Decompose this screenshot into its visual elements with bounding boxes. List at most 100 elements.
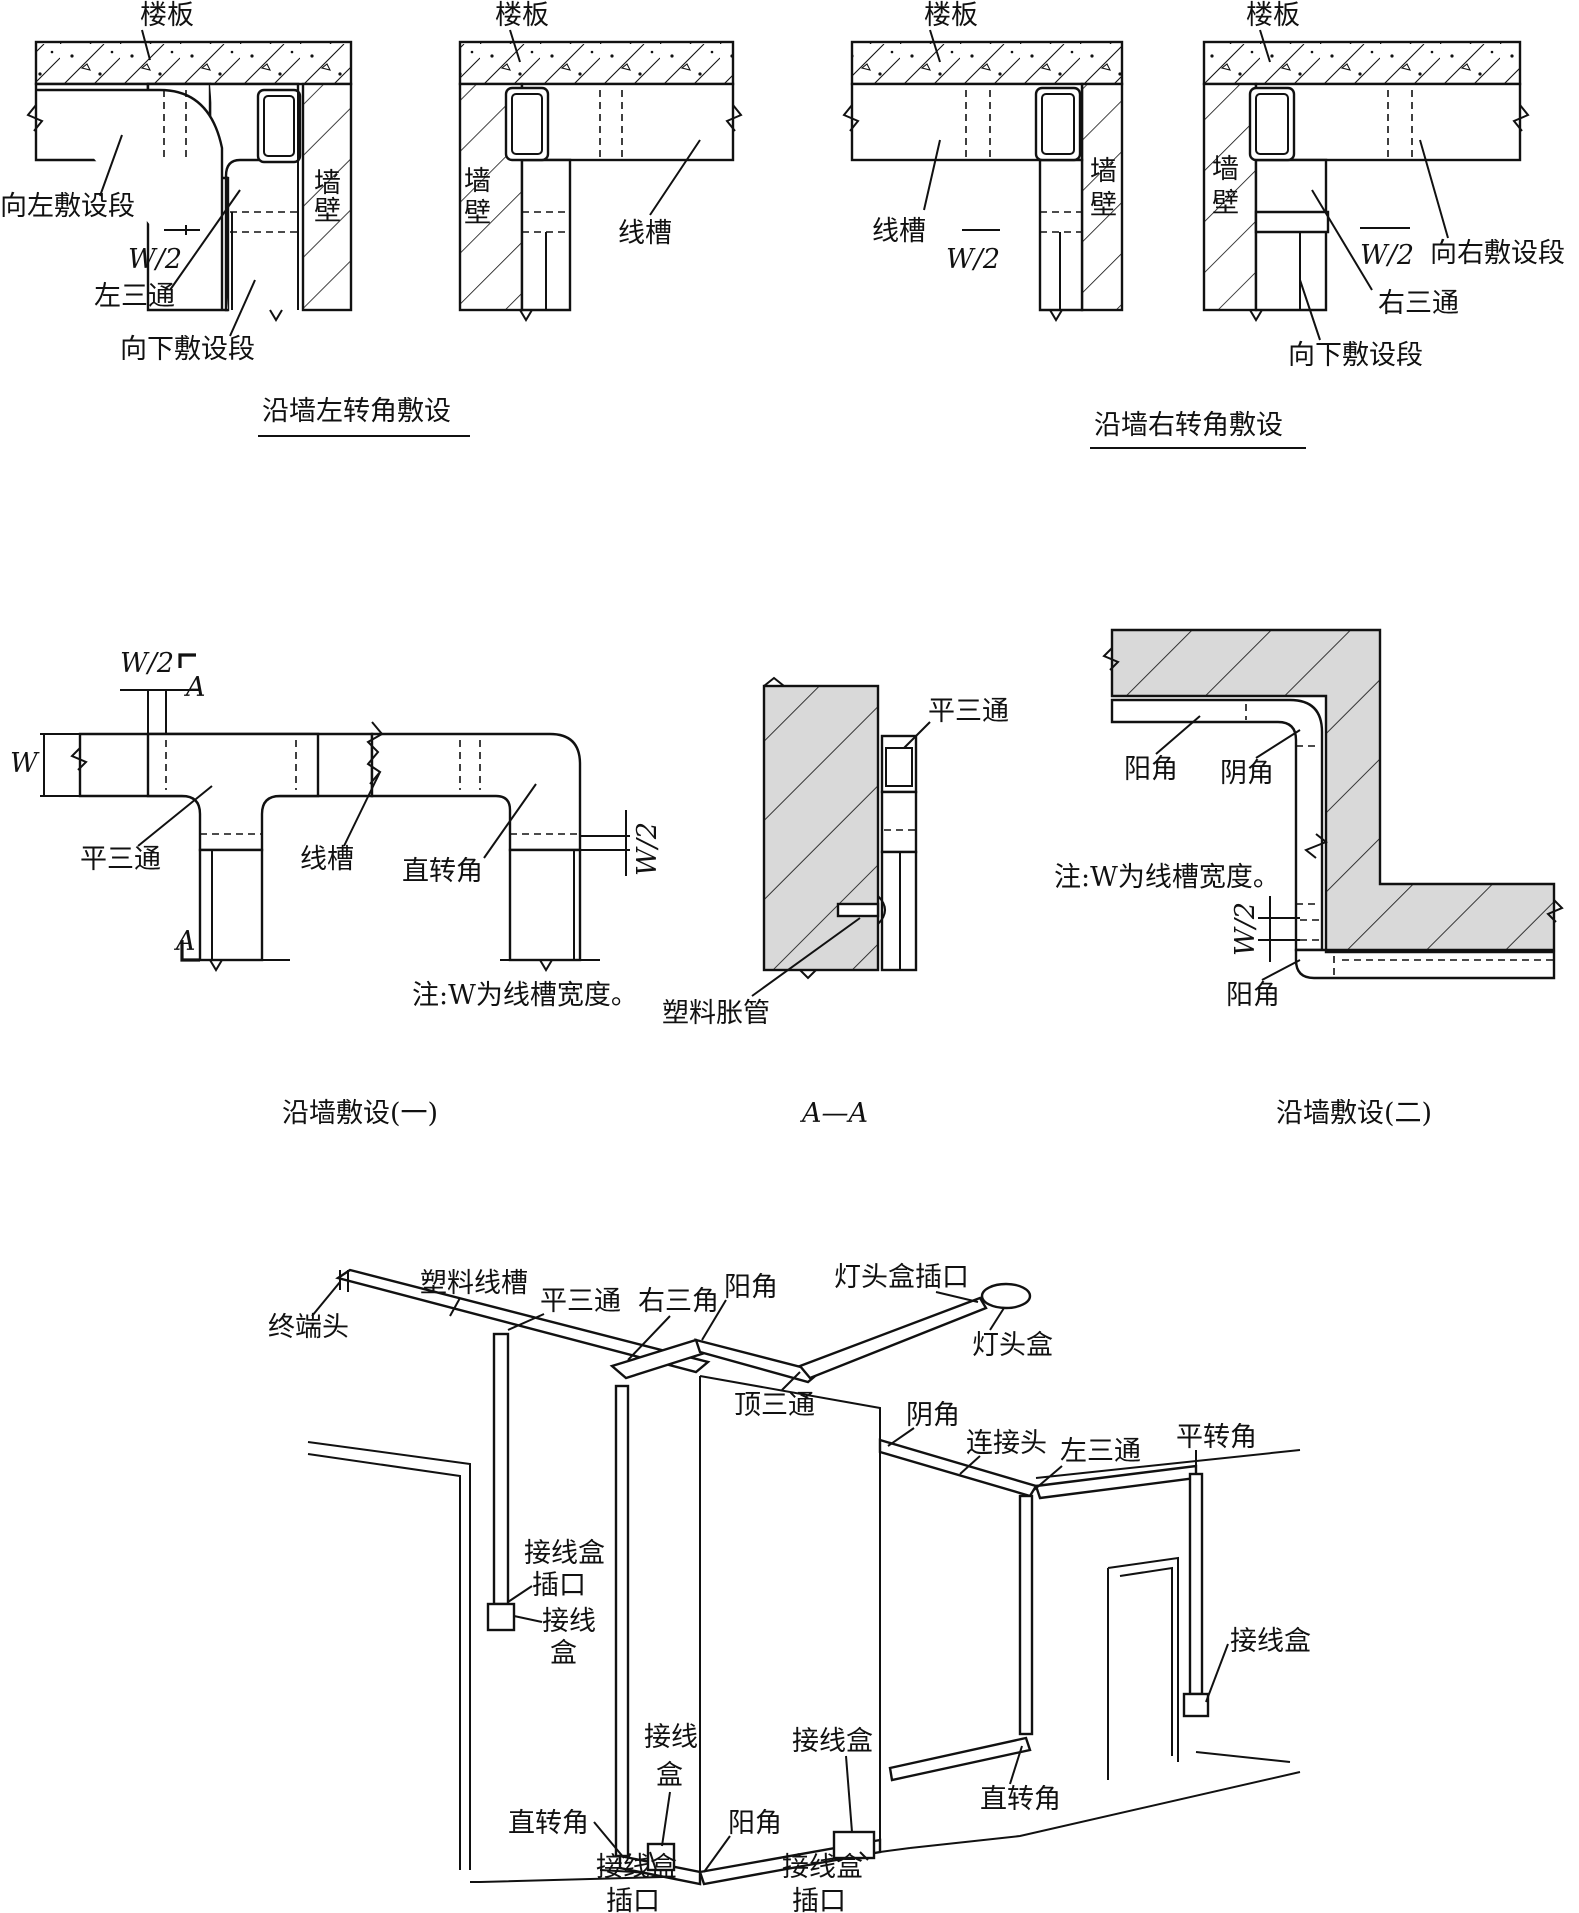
leader-inner-corner <box>1255 729 1301 759</box>
label-inner-corner-room: 阴角 <box>906 1400 960 1431</box>
room-pillar <box>599 1375 911 1877</box>
label-junction-socket-b1: 接线盒 <box>596 1852 677 1883</box>
caption-right-corner: 沿墙右转角敷设 <box>1094 410 1283 441</box>
label-junction-box-a2: 盒 <box>550 1638 577 1669</box>
leader-trunking-r <box>923 139 941 211</box>
room-floor-right <box>909 1771 1301 1849</box>
leader-outer-corner-b <box>1261 959 1301 981</box>
caption-wall-2: 沿墙敷设(二) <box>1276 1098 1432 1129</box>
panel-right-corner: 楼板 楼板 线槽 W/2 墙 壁 墙 壁 W/2 向右敷设段 右三通 向下敷设段… <box>842 0 1565 449</box>
label-wall-a: 墙 <box>314 168 341 199</box>
panel-wall-2: 阳角 阴角 注:W为线槽宽度。 W/2 阳角 沿墙敷设(二) <box>1054 628 1564 1129</box>
lamp-box-shape <box>980 1282 1032 1310</box>
label-trunking: 线槽 <box>872 216 926 247</box>
leader-inner-corner-room <box>887 1427 915 1447</box>
label-floor-slab-b: 楼板 <box>495 0 549 31</box>
label-half-width: W/2 <box>120 648 174 679</box>
label-half-width-b: W/2 <box>1360 240 1414 271</box>
right-corner-drawing-b <box>1202 40 1530 322</box>
label-junction-socket-c2: 插口 <box>792 1886 846 1913</box>
label-lamp-box: 灯头盒 <box>972 1330 1053 1361</box>
label-flat-tee-room: 平三通 <box>540 1286 621 1317</box>
junction-box-far <box>1182 1692 1210 1718</box>
leader-end-cap <box>311 1281 341 1317</box>
leader-top-tee <box>781 1371 801 1391</box>
trunking-floor-right <box>888 1736 1032 1782</box>
trunking-drop-pillar <box>614 1384 630 1858</box>
label-right-angle-right: 直转角 <box>980 1784 1061 1815</box>
label-flat-tee: 平三通 <box>80 844 161 875</box>
label-half-width: W/2 <box>128 244 182 275</box>
leader-flat-tee-aa <box>903 721 931 749</box>
leader-floor-slab-a2 <box>929 29 941 63</box>
leader-left-run <box>99 134 123 197</box>
leader-down-run-r <box>1299 279 1321 341</box>
leader-right-run <box>1419 139 1449 239</box>
room-left-wall-edge <box>307 1441 471 1870</box>
junction-box-left <box>486 1602 516 1632</box>
label-top-tee: 顶三通 <box>734 1390 815 1421</box>
room-floor-far <box>1195 1751 1291 1763</box>
junction-box-bottom-right <box>832 1830 876 1860</box>
label-wall-d: 壁 <box>464 198 491 229</box>
leader-plastic-trunking <box>449 1297 461 1317</box>
leader-right-tee-room <box>627 1315 671 1361</box>
label-junction-socket-a1: 接线盒 <box>524 1538 605 1569</box>
right-corner-drawing-a <box>842 40 1124 322</box>
trunking-drop-far <box>1188 1472 1204 1696</box>
leader-junction-box-b <box>661 1791 671 1847</box>
label-wall-c: 墙 <box>464 166 491 197</box>
label-outer-corner-top: 阳角 <box>724 1272 778 1303</box>
trunking-to-lamp <box>797 1296 988 1380</box>
label-junction-socket-a2: 插口 <box>532 1570 586 1601</box>
label-floor-slab-a: 楼板 <box>140 0 194 31</box>
trunking-top-left <box>335 1268 711 1374</box>
trunking-ceiling-far <box>1034 1464 1198 1500</box>
caption-left-corner: 沿墙左转角敷设 <box>262 396 451 427</box>
label-trunking: 线槽 <box>300 844 354 875</box>
label-half-width-w2: W/2 <box>1230 902 1261 956</box>
caption-section: A—A <box>799 1098 868 1129</box>
leader-floor-slab-b <box>509 29 521 63</box>
label-left-tee-room: 左三通 <box>1060 1436 1141 1467</box>
panel-wall-1: W/2 A W 平三通 线槽 直转角 W/2 A 注:W为线槽宽度。 沿墙敷设(… <box>10 648 663 1129</box>
label-plastic-anchor: 塑料胀管 <box>662 998 770 1029</box>
label-down-run: 向下敷设段 <box>1288 340 1423 371</box>
label-note-w1: 注:W为线槽宽度。 <box>412 980 638 1011</box>
leader-outer-corner-bottom <box>703 1835 731 1873</box>
trunking-drop-left <box>492 1332 510 1606</box>
leader-junction-socket-a <box>507 1585 533 1603</box>
label-right-angle: 直转角 <box>402 856 483 887</box>
panel-section: 平三通 塑料胀管 A—A <box>662 676 1009 1129</box>
leader-flat-tee <box>137 785 213 847</box>
leader-trunking-w1 <box>343 771 381 847</box>
leader-junction-box-c <box>845 1755 853 1833</box>
label-half-width-a: W/2 <box>946 244 1000 275</box>
label-outer-corner-b: 阳角 <box>1226 980 1280 1011</box>
label-junction-box-a1: 接线 <box>542 1606 596 1637</box>
leader-left-tee-room <box>1033 1465 1063 1491</box>
label-left-tee: 左三通 <box>94 281 175 312</box>
label-floor-slab-a: 楼板 <box>924 0 978 31</box>
label-flat-tee: 平三通 <box>928 696 1009 727</box>
label-end-cap: 终端头 <box>268 1312 349 1343</box>
label-connector: 连接头 <box>966 1428 1047 1459</box>
panel-room: 塑料线槽 平三通 右三角 阳角 灯头盒插口 终端头 灯头盒 顶三通 阴角 连接头… <box>268 1262 1311 1913</box>
label-trunking: 线槽 <box>618 218 672 249</box>
label-half-width-v: W/2 <box>632 822 663 876</box>
leader-outer-corner-top <box>701 1299 727 1341</box>
end-cap-shape <box>339 1270 349 1292</box>
label-width: W <box>10 748 40 779</box>
leader-floor-slab-b2 <box>1259 29 1271 63</box>
left-corner-drawing-a <box>26 40 353 322</box>
leader-connector <box>959 1455 981 1475</box>
label-wall-c: 墙 <box>1212 154 1239 185</box>
label-left-run: 向左敷设段 <box>0 191 135 222</box>
leader-lamp-box <box>989 1307 1005 1331</box>
leader-left-tee <box>169 189 241 291</box>
label-junction-socket-b2: 插口 <box>606 1886 660 1913</box>
label-section-mark-top: A <box>183 672 206 703</box>
panel-left-corner: 楼板 楼板 向左敷设段 W/2 左三通 向下敷设段 墙 壁 墙 壁 线槽 沿墙左… <box>0 0 743 437</box>
label-right-tee-room: 右三角 <box>638 1286 719 1317</box>
